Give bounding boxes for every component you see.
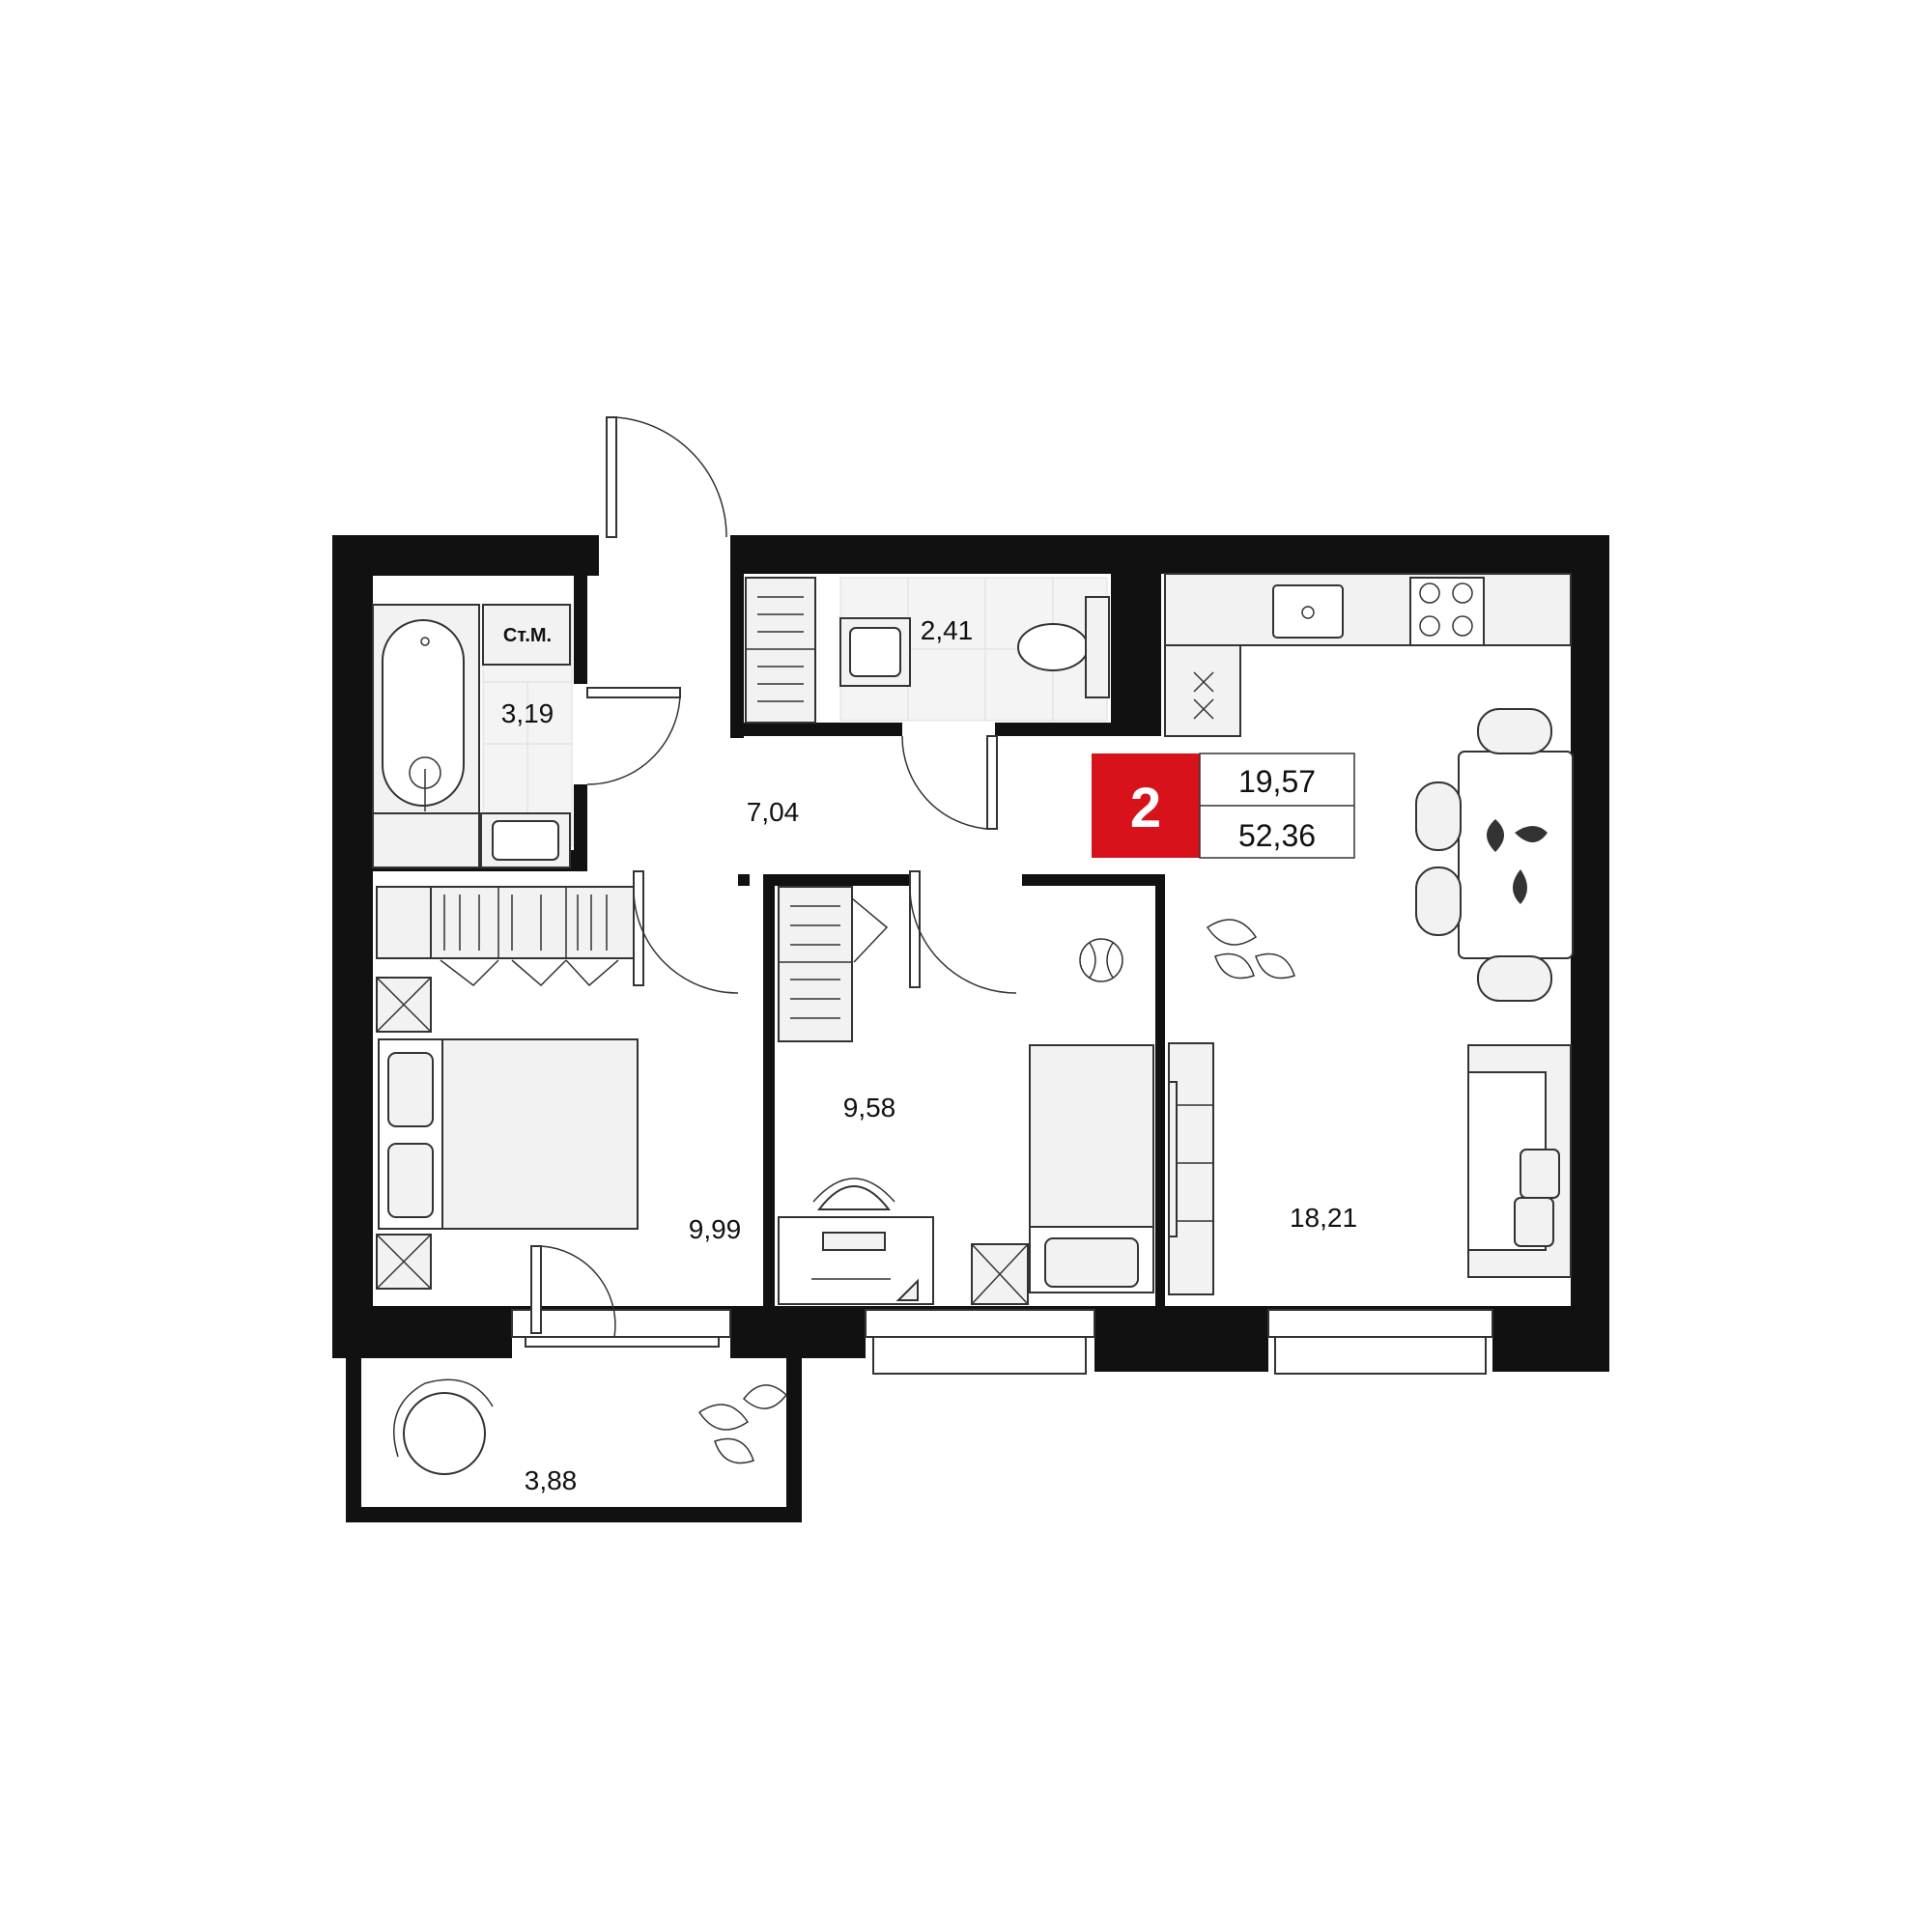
- wardrobe-icon: [745, 577, 816, 724]
- tv-stand: [1168, 1042, 1214, 1295]
- plant-icon: [1206, 919, 1295, 980]
- area-summary-badge: 2 19,57 52,36: [1092, 753, 1355, 859]
- windows: [511, 1309, 1493, 1375]
- toilet-room: 2,41: [839, 577, 1110, 722]
- total-area: 52,36: [1238, 818, 1316, 853]
- bedroom: 9,99: [376, 886, 742, 1290]
- chair-icon: [812, 1178, 895, 1210]
- plant-icon: [1487, 819, 1548, 904]
- washing-machine-box: [482, 604, 571, 666]
- hallway-area: 7,04: [747, 797, 800, 827]
- balcony-area: 3,88: [525, 1465, 578, 1495]
- dining-table: [1415, 708, 1574, 1002]
- kids-room-area: 9,58: [843, 1093, 896, 1122]
- kitchen-sink-icon: [1272, 584, 1344, 639]
- toilet-area: 2,41: [921, 615, 974, 645]
- balcony: 3,88: [393, 1378, 788, 1495]
- bedroom-shelf: [376, 886, 432, 959]
- kids-bed: [1029, 1044, 1154, 1293]
- living-kitchen: 18,21: [1164, 573, 1574, 1295]
- doors: [530, 416, 1017, 1338]
- stove-icon: [1409, 577, 1485, 646]
- room-count-box: [1092, 753, 1200, 858]
- kids-room: 9,58: [778, 886, 1154, 1305]
- bath-sink-counter: [372, 812, 480, 868]
- bedroom-wardrobe: [430, 886, 635, 959]
- sofa-icon: [1467, 1044, 1572, 1278]
- bedroom-area: 9,99: [689, 1214, 742, 1244]
- kitchen-counter-side: [1164, 644, 1241, 737]
- living-area: 18,21: [1290, 1203, 1357, 1233]
- utility-label: Ст.М.: [503, 625, 552, 646]
- kitchen-counter: [1164, 573, 1572, 646]
- desk-icon: [778, 1216, 934, 1305]
- room-count: 2: [1130, 777, 1161, 839]
- walls: [332, 535, 1609, 1522]
- plant-icon: [697, 1384, 788, 1464]
- hallway-wardrobe: [745, 577, 816, 724]
- toilet-icon: [1017, 596, 1110, 698]
- ball-icon: [1079, 938, 1123, 982]
- bed-icon: [378, 1038, 639, 1230]
- bathroom-area: 3,19: [501, 698, 554, 728]
- armchair-icon: [393, 1378, 494, 1475]
- kids-wardrobe: [778, 886, 853, 1042]
- living-area-total: 19,57: [1238, 764, 1316, 799]
- bathroom: Ст.М. 3,19: [372, 604, 573, 868]
